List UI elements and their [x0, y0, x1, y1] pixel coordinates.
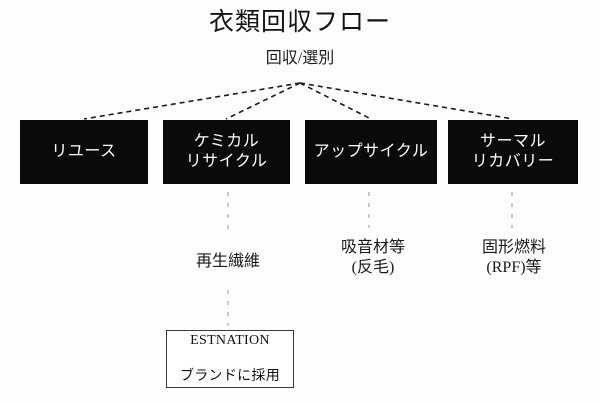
- connector-root-to-upcycle: [299, 82, 372, 120]
- process-box-reuse[interactable]: リユース: [20, 120, 148, 184]
- output-label-regenerated-fiber: 再生繊維: [195, 253, 260, 271]
- estnation-brand-name: ESTNATION: [190, 332, 270, 348]
- process-box-thermal-recovery[interactable]: サーマル リカバリー: [448, 120, 578, 184]
- process-box-chemical-recycle[interactable]: ケミカル リサイクル: [163, 120, 290, 184]
- root-node-collection-sorting: 回収/選別: [265, 50, 335, 68]
- connector-root-to-chemical: [225, 82, 301, 120]
- outcome-box-estnation-brand[interactable]: ESTNATION ブランドに採用: [166, 330, 294, 388]
- output-label-solid-fuel-rpf: 固形燃料 (RPF)等: [481, 239, 546, 276]
- page-title: 衣類回収フロー: [208, 8, 391, 36]
- connector-root-to-thermal: [299, 82, 514, 120]
- output-label-sound-absorbing-material: 吸音材等 (反毛): [340, 239, 405, 276]
- estnation-adoption-text: ブランドに採用: [179, 369, 281, 385]
- connector-root-to-reuse: [83, 82, 301, 120]
- process-box-upcycle[interactable]: アップサイクル: [305, 120, 437, 184]
